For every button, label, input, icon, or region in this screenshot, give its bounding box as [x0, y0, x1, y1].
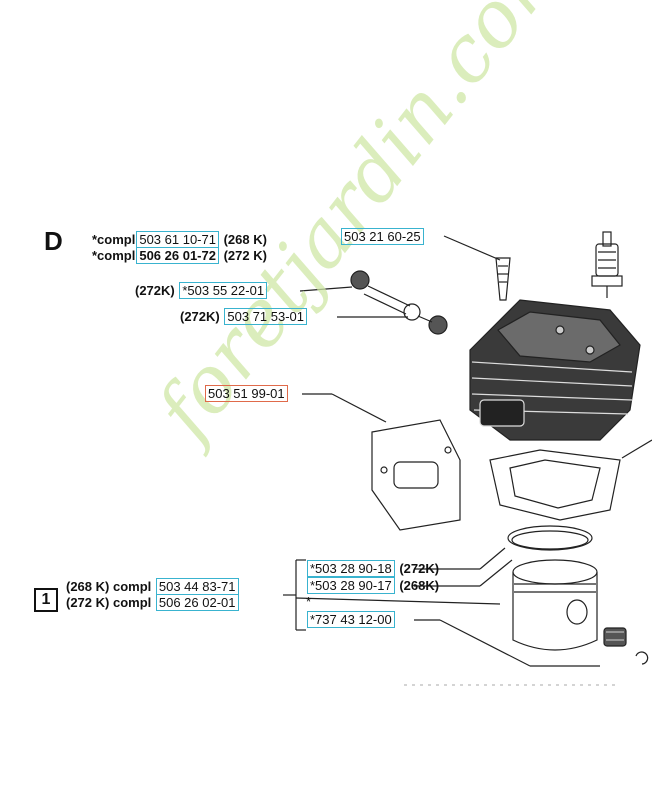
callout-272k-b: (272K) 503 71 53-01 [180, 308, 308, 325]
part-number[interactable]: 503 71 53-01 [224, 308, 307, 325]
part-number[interactable]: 506 26 01-72 [136, 247, 219, 264]
part-number[interactable]: 503 51 99-01 [205, 385, 288, 402]
part-number[interactable]: 503 21 60-25 [341, 228, 424, 245]
piston-pin-callout: *737 43 12-00 [306, 611, 396, 628]
leader-line [443, 235, 501, 261]
model-label: (272K) [180, 309, 220, 324]
leader-line [299, 286, 353, 292]
kit-268-row: (268 K) compl 503 44 83-71 [66, 578, 240, 595]
leader-line [479, 547, 506, 570]
compl-prefix: (272 K) compl [66, 595, 152, 610]
leader-line [331, 393, 387, 423]
cylinder-drawing [469, 299, 641, 441]
leader-line [295, 597, 501, 605]
piston-asterisk: * [306, 594, 312, 609]
leader-line [479, 559, 513, 587]
compl-prefix: (268 K) compl [66, 579, 152, 594]
kit-icon: 1 [34, 588, 58, 612]
model-label: (272K) [135, 283, 175, 298]
valve-pin-drawing [495, 257, 511, 301]
model-label: (272 K) [223, 248, 267, 263]
part-number[interactable]: *503 28 90-18 [307, 560, 395, 577]
ring-268-callout: *503 28 90-17 (268K) [306, 577, 440, 594]
muffler-gasket-drawing [371, 419, 461, 531]
part-number[interactable]: *737 43 12-00 [307, 611, 395, 628]
callout-272k-a: (272K) *503 55 22-01 [135, 282, 268, 299]
spark-plug-drawing [591, 231, 623, 298]
piston-drawing [512, 559, 598, 651]
ring-272-callout: *503 28 90-18 (272K) [306, 560, 440, 577]
base-gasket-drawing [489, 439, 652, 521]
leader-line [439, 619, 531, 667]
model-label: (268K) [399, 578, 440, 593]
model-label: (268 K) [223, 232, 267, 247]
part-number[interactable]: 503 44 83-71 [155, 578, 239, 595]
model-label: (272K) [399, 561, 440, 576]
gasket-callout: 503 51 99-01 [205, 385, 288, 402]
part-number[interactable]: 503 61 10-71 [136, 231, 219, 248]
part-number[interactable]: *503 28 90-17 [307, 577, 395, 594]
compl-prefix: *compl [92, 248, 136, 263]
compl-prefix: *compl [92, 232, 136, 247]
needle-bearing-drawing [603, 627, 649, 665]
kit-272-row: (272 K) compl 506 26 02-01 [66, 594, 240, 611]
part-number[interactable]: *503 55 22-01 [179, 282, 268, 299]
section-letter: D [44, 226, 63, 256]
spark-plug-callout: 503 21 60-25 [340, 228, 425, 245]
part-number[interactable]: 506 26 02-01 [155, 594, 239, 611]
bolt-drawing [350, 270, 448, 335]
piston-ring-drawing [507, 525, 593, 551]
